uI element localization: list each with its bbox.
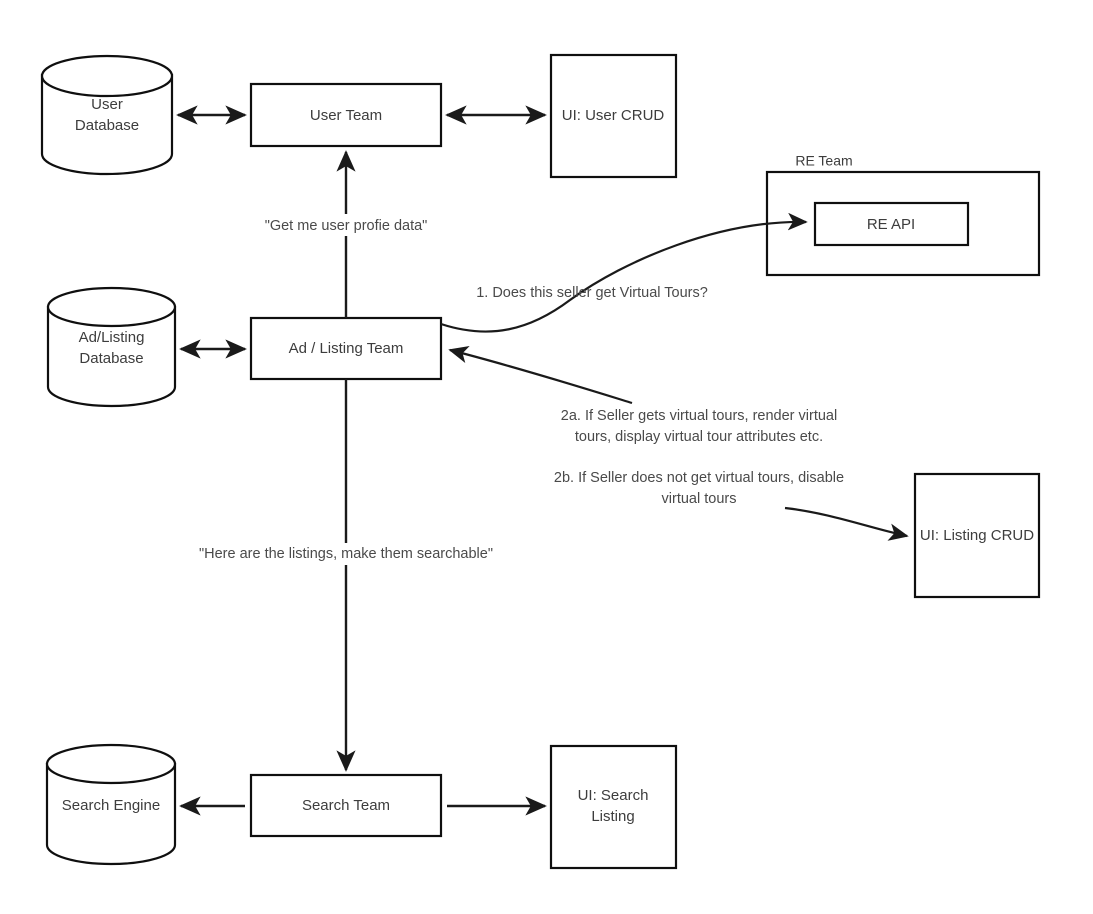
edge-label-backdrop-user-profile bbox=[250, 214, 442, 236]
node-label-ad-listing-database-line1: Ad/Listing bbox=[79, 329, 145, 346]
node-label-ui-listing-crud: UI: Listing CRUD bbox=[920, 527, 1034, 544]
edge-label-virtual-tours-yes-line2: tours, display virtual tour attributes e… bbox=[575, 429, 823, 445]
node-label-search-engine: Search Engine bbox=[62, 797, 160, 814]
edge-label-virtual-tours-question: 1. Does this seller get Virtual Tours? bbox=[476, 285, 708, 301]
node-label-ui-search-listing-line2: Listing bbox=[591, 808, 634, 825]
node-user-team[interactable]: User Team bbox=[249, 82, 443, 148]
node-label-re-api: RE API bbox=[867, 216, 915, 233]
node-search-engine[interactable]: Search Engine bbox=[45, 743, 177, 866]
node-label-user-database-line1: User bbox=[91, 96, 123, 113]
node-ui-listing-crud[interactable]: UI: Listing CRUD bbox=[913, 472, 1041, 599]
node-label-ad-listing-team: Ad / Listing Team bbox=[289, 340, 404, 357]
edge-label-virtual-tours-yes-line1: 2a. If Seller gets virtual tours, render… bbox=[561, 408, 837, 424]
edge-label-backdrop-listings bbox=[186, 543, 506, 565]
node-label-search-team: Search Team bbox=[302, 797, 390, 814]
node-ad-listing-team[interactable]: Ad / Listing Team bbox=[249, 316, 443, 381]
edge-ad-listing-team-ui-listing-crud bbox=[784, 506, 909, 541]
node-re-api[interactable] bbox=[813, 201, 970, 247]
node-ui-search-listing[interactable]: UI: Search Listing bbox=[549, 744, 678, 870]
edge-ad-listing-team-re-api bbox=[440, 212, 808, 333]
node-label-ui-user-crud: UI: User CRUD bbox=[562, 107, 665, 124]
edge-label-virtual-tours-no-line1: 2b. If Seller does not get virtual tours… bbox=[554, 470, 844, 486]
edge-re-response-ad-listing-team bbox=[448, 345, 633, 405]
edge-label-virtual-tours-no-line2: virtual tours bbox=[662, 491, 737, 507]
node-label-ui-search-listing-line1: UI: Search bbox=[578, 787, 649, 804]
node-re-team-container[interactable]: RE Team RE API bbox=[765, 153, 1041, 277]
node-ui-user-crud[interactable]: UI: User CRUD bbox=[549, 53, 678, 179]
node-ad-listing-database[interactable]: Ad/Listing Database bbox=[46, 286, 177, 408]
edge-label-user-profile-request: "Get me user profie data" bbox=[265, 218, 428, 234]
edge-label-listings-searchable: "Here are the listings, make them search… bbox=[199, 546, 493, 562]
node-search-team[interactable]: Search Team bbox=[249, 773, 443, 838]
node-label-re-team: RE Team bbox=[795, 153, 852, 169]
node-label-user-team: User Team bbox=[310, 107, 382, 124]
node-label-ad-listing-database-line2: Database bbox=[79, 350, 143, 367]
node-user-database[interactable]: User Database bbox=[40, 54, 174, 176]
node-label-user-database-line2: Database bbox=[75, 117, 139, 134]
